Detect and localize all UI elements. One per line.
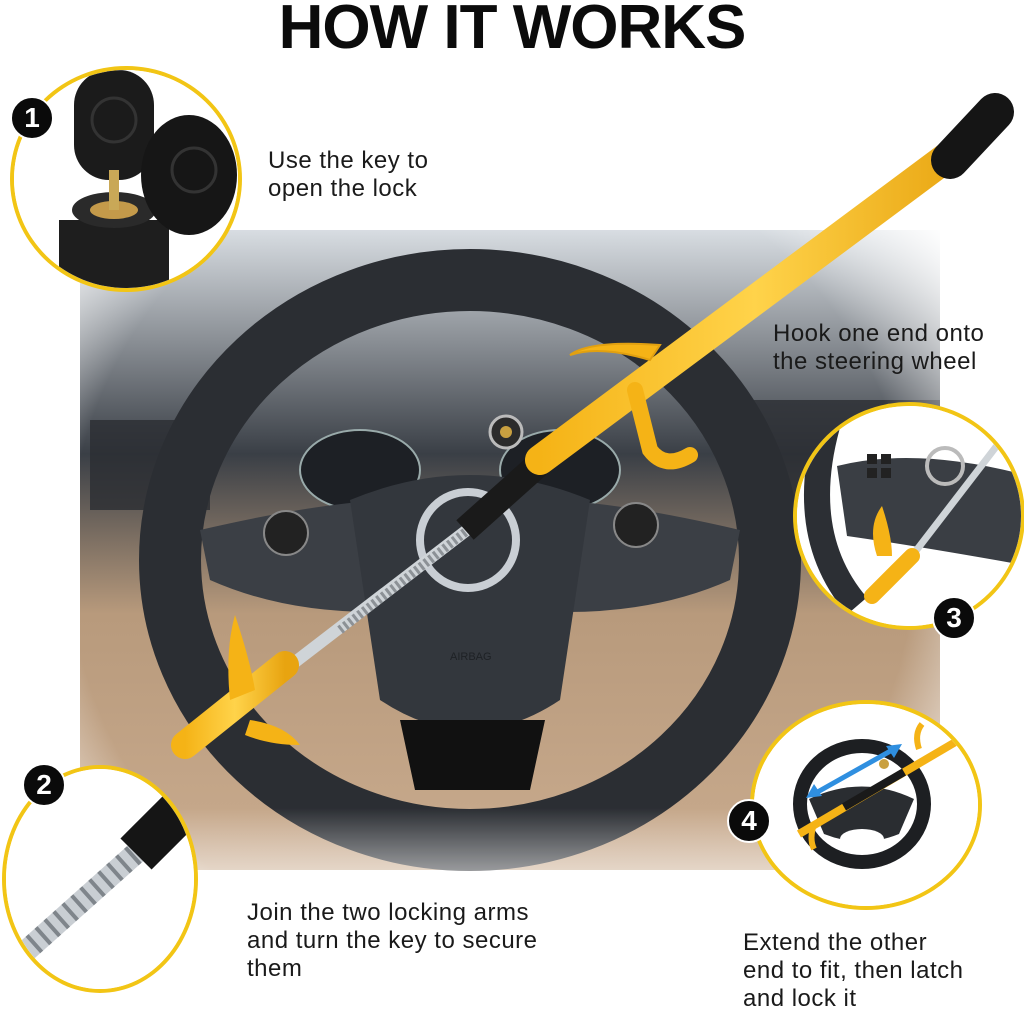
extended-lock-icon — [754, 704, 978, 906]
step-1-badge: 1 — [10, 96, 54, 140]
step-2-line-3: them — [247, 955, 303, 982]
hook-on-wheel-icon — [797, 406, 1021, 626]
step-2-badge: 2 — [22, 763, 66, 807]
step-4-image — [750, 700, 982, 910]
step-3-image — [793, 402, 1024, 630]
key-lock-icon — [14, 70, 238, 288]
step-1-line-2: open the lock — [268, 175, 418, 202]
step-4-line-2: end to fit, then latch — [743, 957, 964, 984]
step-1-text: Use the key to open the lock — [268, 147, 428, 203]
step-1-line-1: Use the key to — [268, 147, 429, 174]
step-1-image — [10, 66, 242, 292]
step-2-text: Join the two locking arms and turn the k… — [247, 899, 538, 983]
step-3-text: Hook one end onto the steering wheel — [773, 320, 1024, 376]
step-2-image — [2, 765, 198, 993]
step-2-line-2: and turn the key to secure — [247, 927, 538, 954]
page-title: HOW IT WORKS — [278, 0, 747, 62]
step-3-line-1: Hook one end onto — [773, 320, 985, 347]
step-2-line-1: Join the two locking arms — [247, 899, 529, 926]
step-4-line-3: and lock it — [743, 985, 857, 1012]
step-4-line-1: Extend the other — [743, 929, 928, 956]
step-4-badge: 4 — [727, 799, 771, 843]
step-3-badge: 3 — [932, 596, 976, 640]
step-3-line-2: the steering wheel — [773, 348, 977, 375]
step-4-text: Extend the other end to fit, then latch … — [743, 929, 963, 1013]
